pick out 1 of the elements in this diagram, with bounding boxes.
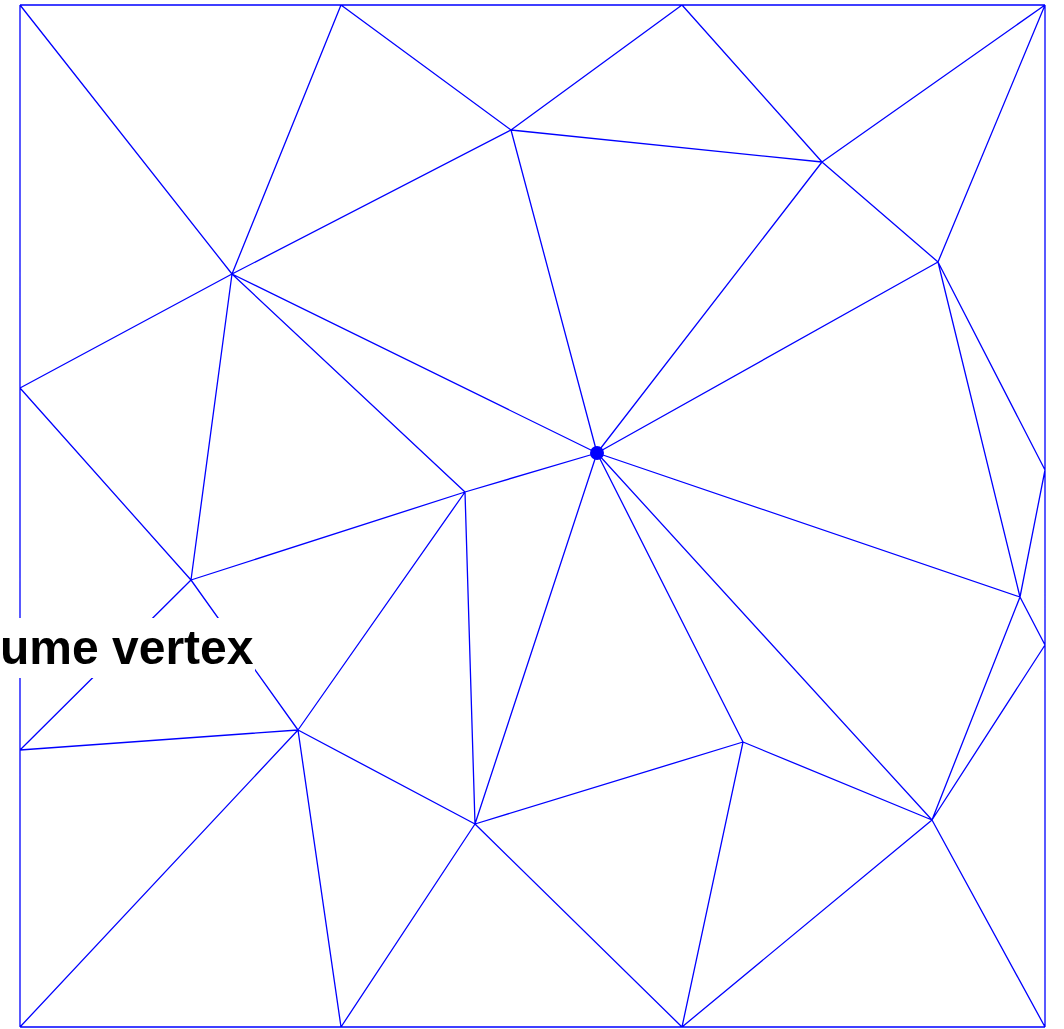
vertex-label: ume vertex [0, 618, 256, 678]
